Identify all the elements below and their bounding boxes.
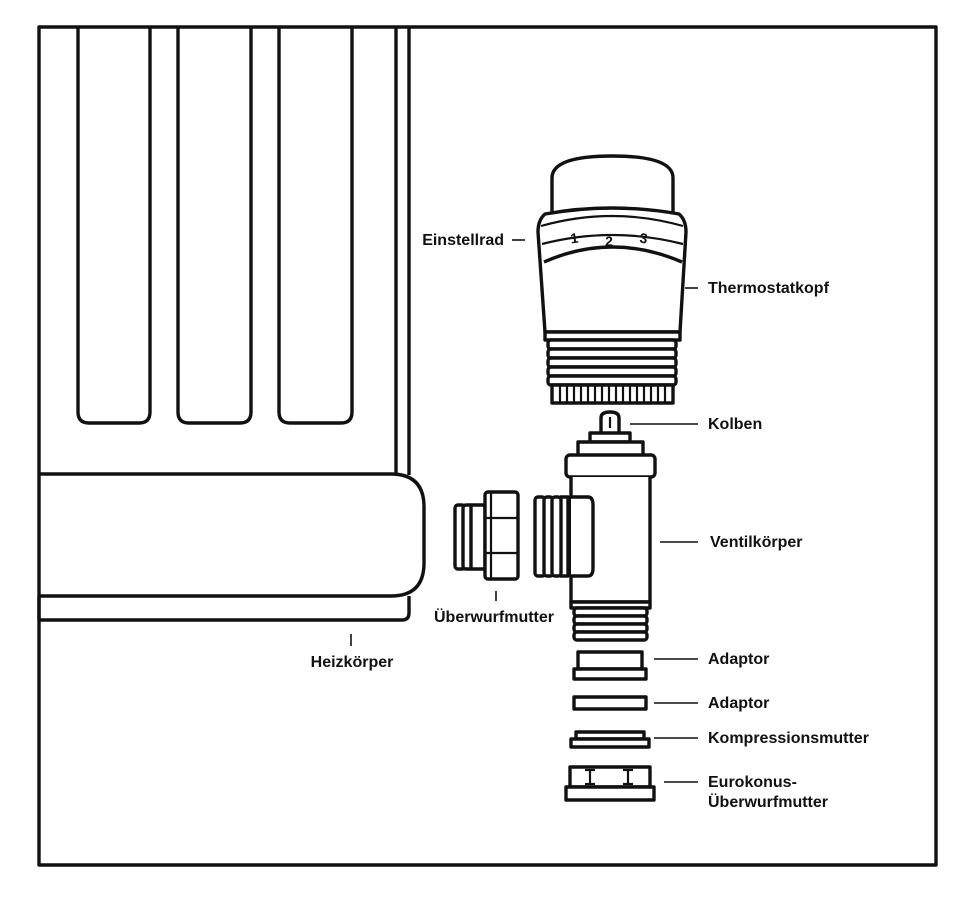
dial-number-1: 1 <box>569 230 579 247</box>
thermostat-head: 1 2 3 <box>536 154 688 405</box>
label-ueberwurfmutter: Überwurfmutter <box>434 607 554 626</box>
diagram-frame <box>37 25 938 867</box>
dial-number-2: 2 <box>605 233 613 249</box>
setting-wheel <box>550 154 675 222</box>
label-eurokonus-line1: Eurokonus- <box>708 774 797 791</box>
adaptor-1 <box>572 650 648 681</box>
radiator-collector <box>39 472 426 598</box>
label-heizkoerper: Heizkörper <box>311 654 394 671</box>
radiator-fin <box>277 27 354 425</box>
adaptor-2 <box>572 695 648 711</box>
union-nut <box>453 490 520 601</box>
leader-lines <box>512 239 698 783</box>
label-adaptor-2: Adaptor <box>708 695 769 712</box>
knurled-ring <box>550 383 675 405</box>
label-eurokonus-line2: Überwurfmutter <box>708 792 828 811</box>
radiator-fin <box>176 27 253 425</box>
dial-number-3: 3 <box>639 230 649 247</box>
valve-pin <box>588 410 632 444</box>
side-thread <box>533 495 570 578</box>
label-ventilkoerper: Ventilkörper <box>710 534 802 551</box>
valve-body <box>564 440 657 642</box>
radiator-fin <box>76 27 152 425</box>
compression-nut <box>569 730 651 749</box>
radiator <box>37 27 426 646</box>
label-einstellrad: Einstellrad <box>422 232 504 249</box>
label-thermostatkopf: Thermostatkopf <box>708 280 830 297</box>
label-kompressionsmutter: Kompressionsmutter <box>708 730 869 747</box>
label-adaptor-1: Adaptor <box>708 651 769 668</box>
knurl-lines <box>558 386 667 402</box>
label-kolben: Kolben <box>708 416 762 433</box>
eurocone-union-nut <box>564 765 656 802</box>
